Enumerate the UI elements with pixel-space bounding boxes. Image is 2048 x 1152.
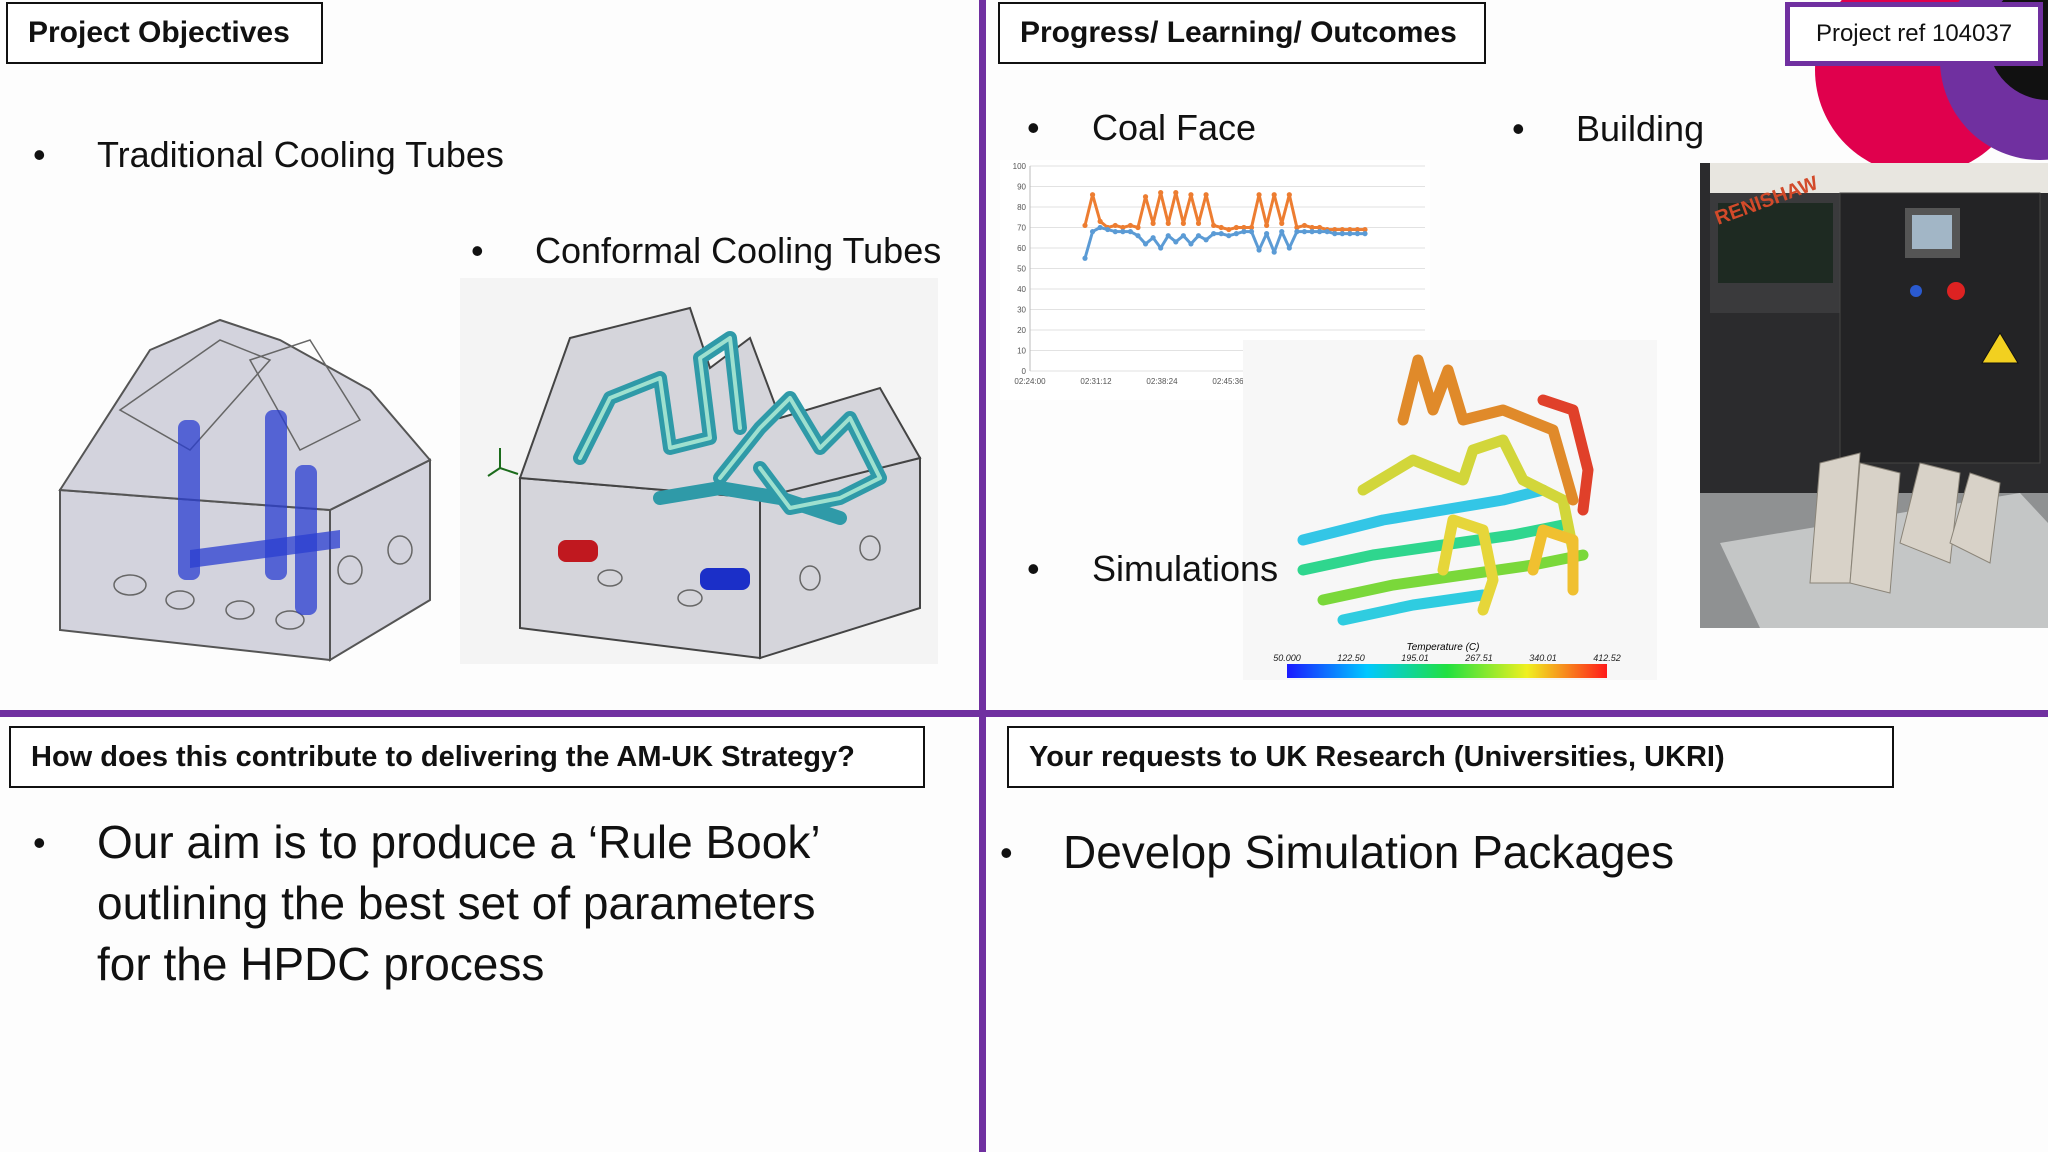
uk-research-requests-title: Your requests to UK Research (Universiti…	[1007, 726, 1894, 788]
x-tick-label: 02:24:00	[1014, 377, 1046, 386]
project-objectives-title: Project Objectives	[6, 2, 323, 64]
series-2-segment	[1272, 231, 1284, 253]
series-2-segment	[1257, 233, 1268, 251]
bullet-dot: •	[1512, 108, 1525, 149]
sim-legend-tick: 267.51	[1464, 653, 1493, 663]
series-1-segment	[1197, 194, 1208, 224]
traditional-cooling-image	[40, 300, 440, 670]
sim-legend-tick: 195.01	[1401, 653, 1429, 663]
series-2-segment	[1265, 233, 1276, 253]
y-tick-label: 50	[1017, 265, 1026, 274]
series-1-segment	[1144, 196, 1155, 224]
y-tick-label: 60	[1017, 244, 1026, 253]
bullet-dot: •	[1027, 548, 1040, 589]
y-tick-label: 0	[1022, 367, 1027, 376]
series-1-segment	[1272, 194, 1284, 224]
bullet-dot: •	[471, 230, 484, 271]
sim-legend-tick: 412.52	[1593, 653, 1621, 663]
bullet-simulations-text: Simulations	[1092, 548, 1279, 589]
x-tick-label: 02:38:24	[1146, 377, 1178, 386]
series-1-segment	[1257, 194, 1269, 226]
y-tick-label: 40	[1017, 285, 1026, 294]
horizontal-divider	[0, 710, 2048, 717]
y-tick-label: 70	[1017, 224, 1026, 233]
series-1-segment	[1204, 194, 1216, 226]
series-1-segment	[1083, 194, 1095, 226]
conformal-cooling-image	[460, 278, 938, 664]
series-1-segment	[1136, 196, 1147, 228]
series-2-segment	[1287, 230, 1299, 249]
series-1-point	[1362, 226, 1368, 233]
series-1-segment	[1250, 194, 1261, 228]
y-tick-label: 90	[1017, 183, 1026, 192]
y-tick-label: 30	[1017, 306, 1026, 315]
series-1-segment	[1287, 194, 1299, 228]
y-tick-label: 10	[1017, 347, 1026, 356]
series-1-segment	[1091, 194, 1102, 222]
y-tick-label: 100	[1013, 162, 1027, 171]
bullet-conformal-text: Conformal Cooling Tubes	[535, 230, 942, 271]
series-1-segment	[1151, 192, 1163, 224]
sim-legend-tick: 50.000	[1273, 653, 1301, 663]
y-tick-label: 20	[1017, 326, 1026, 335]
bullet-dot: •	[1027, 107, 1040, 148]
bullet-dot: •	[1000, 832, 1013, 873]
series-2-point	[1362, 231, 1368, 237]
bullet-traditional-text: Traditional Cooling Tubes	[97, 134, 504, 175]
bullet-building-text: Building	[1576, 108, 1705, 149]
progress-title: Progress/ Learning/ Outcomes	[998, 2, 1486, 64]
am-uk-strategy-title: How does this contribute to delivering t…	[9, 726, 925, 788]
rule-book-text: Our aim is to produce a ‘Rule Book’ outl…	[97, 812, 821, 995]
vertical-divider	[979, 0, 986, 1152]
bullet-coal-face-text: Coal Face	[1092, 107, 1257, 148]
bullet-dot: •	[33, 822, 46, 863]
series-1-segment	[1181, 194, 1193, 224]
series-1-segment	[1174, 192, 1185, 224]
sim-legend-tick: 340.01	[1529, 653, 1557, 663]
renishaw-machine-photo: RENISHAW	[1700, 163, 2048, 628]
series-2-segment	[1083, 231, 1095, 259]
project-ref-badge: Project ref 104037	[1785, 2, 2043, 66]
series-1-segment	[1166, 192, 1178, 224]
bullet-dot: •	[33, 134, 46, 175]
simulation-image: Temperature (C) 50.000 122.50 195.01 267.51…	[1243, 340, 1657, 680]
sim-legend-title: Temperature (C)	[1407, 642, 1480, 653]
x-tick-label: 02:31:12	[1080, 377, 1112, 386]
series-1-segment	[1189, 194, 1200, 224]
y-tick-label: 80	[1017, 203, 1026, 212]
develop-simulation-text: Develop Simulation Packages	[1063, 826, 1675, 878]
sim-legend-tick: 122.50	[1337, 653, 1365, 663]
series-1-segment	[1159, 192, 1170, 224]
series-2-segment	[1280, 230, 1291, 249]
series-1-segment	[1280, 194, 1291, 224]
x-tick-label: 02:45:36	[1212, 377, 1244, 386]
rule-book-line-2: outlining the best set of parameters	[97, 877, 816, 929]
rule-book-line-1: Our aim is to produce a ‘Rule Book’	[97, 816, 821, 868]
series-1-segment	[1265, 194, 1276, 226]
series-2-segment	[1250, 231, 1261, 251]
rule-book-line-3: for the HPDC process	[97, 938, 545, 990]
